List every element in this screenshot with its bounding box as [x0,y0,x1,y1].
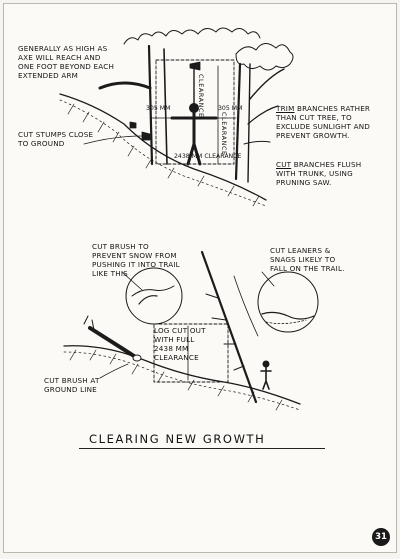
manual-page: Generally as high as axe will reach and … [3,3,397,553]
dimension-305-left: 305 mm [146,105,171,112]
dimension-305-right: 305 mm [218,105,243,112]
label-clearance-bottom: 2438 mm clearance [174,153,242,160]
note-cut-text: branches flush with trunk, using pruning… [276,160,362,187]
section-title-rule [79,448,325,449]
note-trim-keyword: Trim [276,104,295,113]
label-cut-leaners: Cut leaners & snags likely to fall on th… [270,246,345,273]
note-trim-text: branches rather than cut tree, to exclud… [276,104,371,140]
label-log-cut-out: Log cut out with full 2438 mm clearance [154,326,206,362]
label-cut-brush-snow: Cut brush to prevent snow from pushing i… [92,242,180,278]
label-axe-reach: Generally as high as axe will reach and … [18,44,115,80]
label-clearance-vertical: Clearance [197,74,205,118]
label-cut-brush-ground: Cut brush at ground line [44,376,100,394]
top-scene-drawing [59,27,294,207]
label-clearance-vertical-2: Clearance [220,112,228,156]
page-number-badge: 31 [372,528,390,546]
note-cut-keyword: Cut [276,160,292,169]
label-cut-stumps: Cut stumps close to ground [18,130,94,148]
bottom-scene-drawing [63,250,319,411]
note-trim-branches: Trim branches rather than cut tree, to e… [276,104,370,140]
note-cut-branches: Cut branches flush with trunk, using pru… [276,160,361,187]
section-title: Clearing New Growth [89,432,266,446]
trail-clearing-illustration [59,27,319,411]
